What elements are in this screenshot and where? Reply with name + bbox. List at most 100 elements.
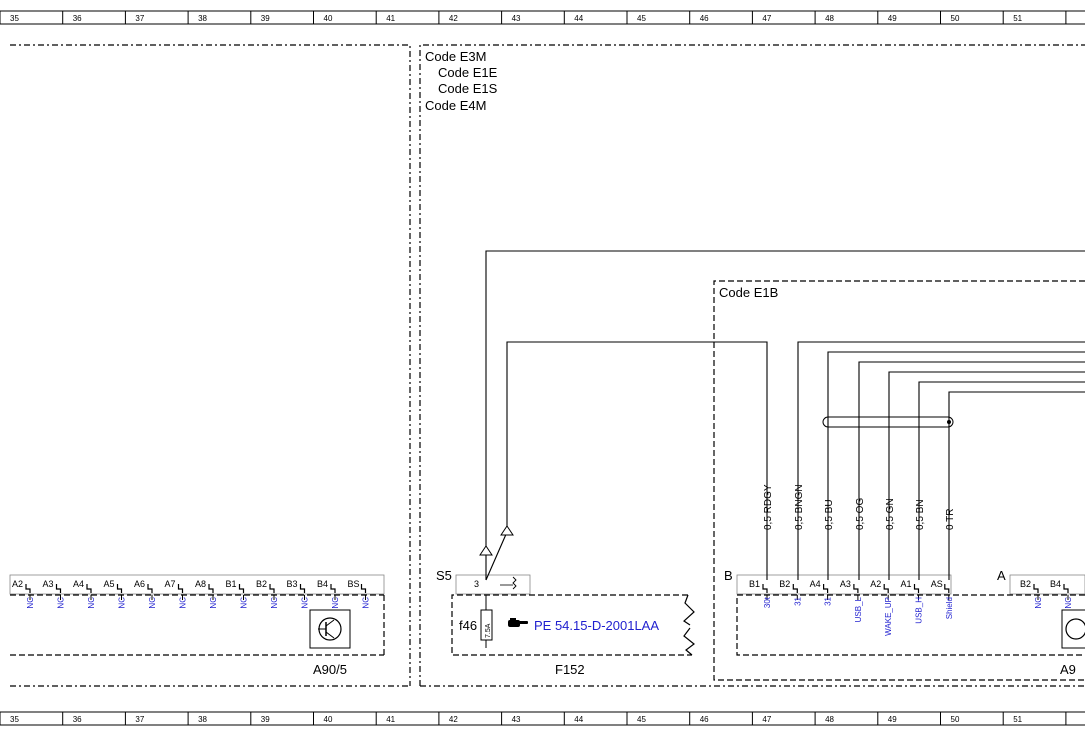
pin-note: NC <box>1034 597 1043 609</box>
pin-contact-icon <box>177 584 184 593</box>
code-label-e1s: Code E1S <box>438 81 498 96</box>
pin-note: USB_L <box>854 596 863 622</box>
a9x-pins-b: B130tB231A431A3USB_LA2WAKE_UPA1USB_HASSh… <box>749 579 954 636</box>
pin-note: Shield <box>945 597 954 619</box>
pin-note: NC <box>240 597 249 609</box>
pin-label: A1 <box>901 579 912 589</box>
code-label-e1e: Code E1E <box>438 65 498 80</box>
ruler-number: 47 <box>762 14 771 23</box>
wire-label: 0,5 BN <box>915 499 926 530</box>
ruler-number: 49 <box>888 14 897 23</box>
f152-pin-label: 3 <box>474 579 479 589</box>
pin-note: NC <box>87 597 96 609</box>
ruler-number: 38 <box>198 715 207 724</box>
pin-label: AS <box>931 579 943 589</box>
pin-contact-icon <box>208 584 214 593</box>
ruler-number: 40 <box>324 715 333 724</box>
pin-contact-icon <box>762 584 768 593</box>
pin-note: 31 <box>793 596 802 605</box>
fuse-icon: 7.5A <box>480 595 493 648</box>
wire-label: 0,5 RDGY <box>763 484 774 530</box>
f152-connector-label: S5 <box>436 568 452 583</box>
pin-note: 31 <box>824 596 833 605</box>
ruler-number: 35 <box>10 715 19 724</box>
pin-label: A6 <box>134 579 145 589</box>
ruler-number: 46 <box>700 14 709 23</box>
top-ruler <box>0 10 1085 25</box>
transistor-icon <box>309 609 351 649</box>
ruler-number: 48 <box>825 14 834 23</box>
shield-oval <box>822 416 954 428</box>
pin-label: B4 <box>1050 579 1061 589</box>
pin-contact-icon <box>116 584 123 593</box>
ruler-number: 44 <box>574 715 583 724</box>
pin-contact-icon <box>913 584 920 593</box>
pin-note: NC <box>331 597 340 609</box>
component-f152[interactable]: 7.5A <box>451 574 695 656</box>
pin-label: A2 <box>870 579 881 589</box>
a90-5-pins: A2NCA3NCA4NCA5NCA6NCA7NCA8NCB1NCB2NCB3NC… <box>12 579 371 609</box>
pin-note: NC <box>209 597 218 609</box>
ruler-number: 37 <box>135 14 144 23</box>
a9x-label: A9 <box>1060 662 1076 677</box>
pin-contact-icon <box>86 584 92 593</box>
component-a90-5[interactable] <box>9 574 385 656</box>
pin-contact-icon <box>1033 584 1039 593</box>
partial-symbol-icon <box>1061 609 1085 649</box>
bottom-ruler <box>0 711 1085 726</box>
wire-label: 0,5 BU <box>824 499 835 530</box>
pin-note: NC <box>57 597 66 609</box>
pin-label: A3 <box>43 579 54 589</box>
pin-contact-icon <box>792 584 798 593</box>
pin-note: NC <box>270 597 279 609</box>
pin-note: NC <box>118 597 127 609</box>
f152-label: F152 <box>555 662 585 677</box>
ruler-number: 42 <box>449 715 458 724</box>
fuse-id: f46 <box>459 618 477 633</box>
reference-link[interactable]: PE 54.15-D-2001LAA <box>508 618 659 633</box>
pin-contact-icon <box>269 584 275 593</box>
pin-contact-icon <box>238 584 245 593</box>
pin-contact-icon <box>299 584 306 593</box>
ruler-number: 46 <box>700 715 709 724</box>
pin-note: USB_H <box>915 597 924 624</box>
wire-label: 0,5 GN <box>885 498 896 530</box>
pin-note: NC <box>362 597 371 609</box>
ruler-number: 43 <box>512 715 521 724</box>
ruler-number: 51 <box>1013 715 1022 724</box>
pin-contact-icon <box>853 584 859 593</box>
code-label-e1b: Code E1B <box>719 285 778 300</box>
pointing-hand-icon <box>508 618 528 627</box>
pin-label: A2 <box>12 579 23 589</box>
code-e1b-boundary <box>713 280 1085 681</box>
pin-note: NC <box>148 597 157 609</box>
pin-label: B1 <box>749 579 760 589</box>
ruler-number: 41 <box>386 14 395 23</box>
pin-label: B2 <box>256 579 267 589</box>
pin-label: A4 <box>73 579 84 589</box>
pin-note: 30t <box>763 596 772 608</box>
ruler-number: 49 <box>888 715 897 724</box>
pin-contact-icon <box>147 584 153 593</box>
reference-link-text[interactable]: PE 54.15-D-2001LAA <box>534 618 659 633</box>
ruler-number: 44 <box>574 14 583 23</box>
pin-contact-icon <box>823 584 829 593</box>
pin-label: A5 <box>104 579 115 589</box>
wire-label: 0,5 OG <box>855 498 866 530</box>
pin-label: A8 <box>195 579 206 589</box>
code-label-e4m: Code E4M <box>425 98 486 113</box>
ruler-number: 40 <box>324 14 333 23</box>
connector-arrow-icon <box>500 525 514 536</box>
ruler-number: 51 <box>1013 14 1022 23</box>
ruler-number: 39 <box>261 715 270 724</box>
a9x-connector-a-label: A <box>997 568 1006 583</box>
connector-arrow-icon <box>479 545 493 556</box>
pin-note: NC <box>301 597 310 609</box>
pin-label: B2 <box>779 579 790 589</box>
ruler-number: 45 <box>637 715 646 724</box>
component-a9x[interactable] <box>736 574 1085 656</box>
